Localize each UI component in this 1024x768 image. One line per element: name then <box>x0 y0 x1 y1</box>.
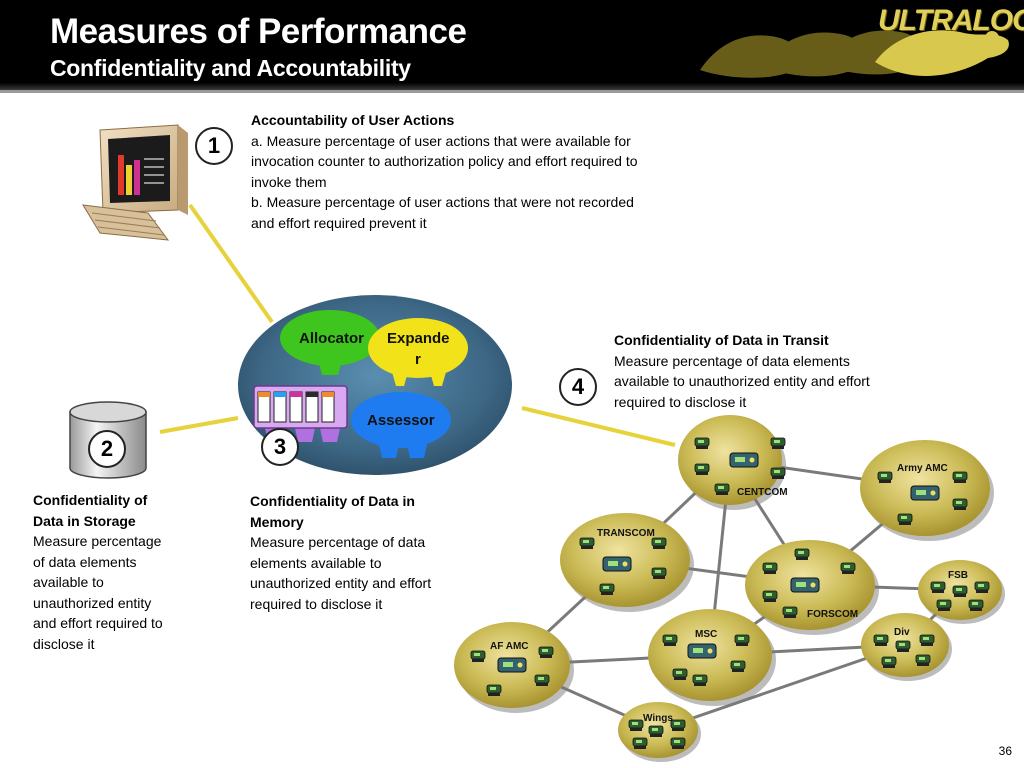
marker-2: 2 <box>88 430 126 468</box>
assessor-bubble <box>351 392 451 458</box>
memory-heading: Confidentiality of Data in Memory <box>250 493 415 530</box>
expander-label-line2: r <box>415 351 421 368</box>
storage-heading: Confidentiality of Data in Storage <box>33 492 148 529</box>
header-bar: ULTRALOG Measures of Performance Confide… <box>0 0 1024 90</box>
node-centcom <box>678 415 786 510</box>
node-fsb <box>918 560 1005 624</box>
transit-text-block: Confidentiality of Data in Transit Measu… <box>614 330 876 412</box>
storage-text-block: Confidentiality of Data in Storage Measu… <box>33 490 173 654</box>
allocator-label: Allocator <box>299 330 364 347</box>
node-div <box>861 613 952 681</box>
div-label: Div <box>894 627 910 638</box>
connector-lines <box>159 203 676 447</box>
marker-1: 1 <box>195 127 233 165</box>
node-army-amc <box>860 440 994 541</box>
assessor-label: Assessor <box>367 412 435 429</box>
expander-label-line1: Expande <box>387 330 450 347</box>
accountability-heading: Accountability of User Actions <box>251 112 455 128</box>
memory-body: Measure percentage of data elements avai… <box>250 534 432 612</box>
page-title: Measures of Performance <box>50 12 467 51</box>
accountability-line-b: b. Measure percentage of user actions th… <box>251 194 634 231</box>
header-divider <box>0 90 1024 93</box>
storage-body: Measure percentage of data elements avai… <box>33 533 163 652</box>
page-number: 36 <box>998 744 1012 758</box>
transit-body: Measure percentage of data elements avai… <box>614 352 870 410</box>
agent-society <box>238 295 512 475</box>
allocator-bubble <box>280 310 380 375</box>
node-af-amc <box>454 622 574 713</box>
computer-icon <box>82 124 188 241</box>
memory-rack-icon <box>253 385 348 442</box>
page-subtitle: Confidentiality and Accountability <box>50 55 411 81</box>
marker-4: 4 <box>559 368 597 406</box>
node-transcom <box>560 513 694 612</box>
memory-text-block: Confidentiality of Data in Memory Measur… <box>250 491 435 614</box>
transit-heading: Confidentiality of Data in Transit <box>614 332 829 348</box>
transcom-label: TRANSCOM <box>597 528 655 539</box>
ultralog-logo-text: ULTRALOG <box>878 4 1024 37</box>
node-forscom <box>745 540 879 635</box>
msc-label: MSC <box>695 629 717 640</box>
af-amc-label: AF AMC <box>490 641 529 652</box>
army-amc-label: Army AMC <box>897 463 948 474</box>
fsb-label: FSB <box>948 570 968 581</box>
node-wings <box>618 702 701 762</box>
expander-bubble <box>368 318 468 386</box>
accountability-line-a: a. Measure percentage of user actions th… <box>251 132 638 190</box>
centcom-label: CENTCOM <box>737 487 788 498</box>
wings-label: Wings <box>643 713 673 724</box>
marker-3: 3 <box>261 428 299 466</box>
forscom-label: FORSCOM <box>807 609 858 620</box>
node-msc <box>648 609 776 706</box>
accountability-text-block: Accountability of User Actions a. Measur… <box>251 110 646 233</box>
ultralog-logo-cheetah-icon <box>700 30 1009 78</box>
